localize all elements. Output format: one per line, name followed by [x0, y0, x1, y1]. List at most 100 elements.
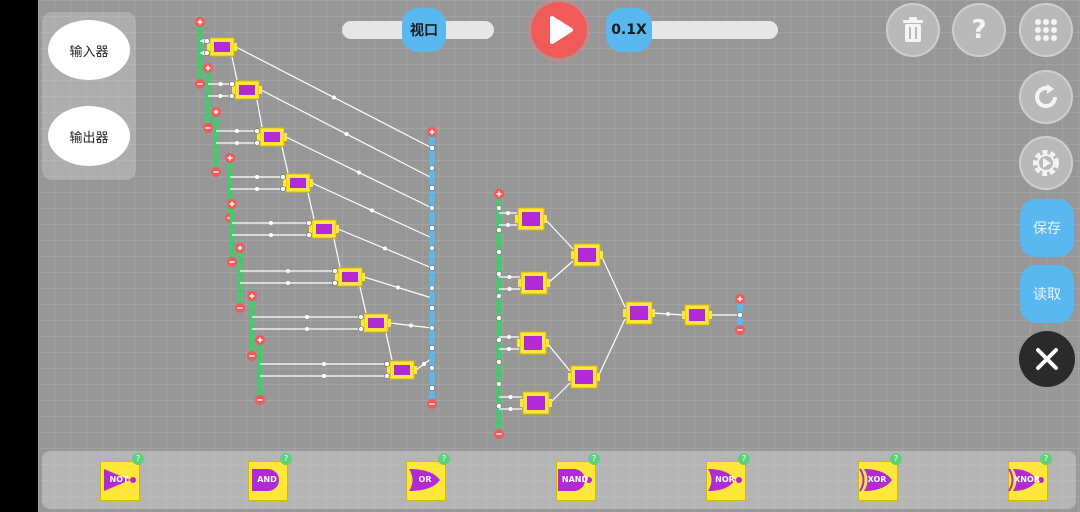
menu-button[interactable] — [1019, 3, 1073, 57]
port — [254, 128, 260, 134]
gate-help-badge[interactable]: ? — [438, 453, 450, 465]
port — [429, 205, 435, 211]
chip-pin — [234, 43, 237, 51]
wire-arrow — [322, 362, 326, 366]
gate-help-badge[interactable]: ? — [280, 453, 292, 465]
port — [229, 81, 235, 87]
port — [429, 285, 435, 291]
palette-gate-nor[interactable]: NOR ? — [700, 453, 750, 503]
help-button[interactable]: ? — [952, 3, 1006, 57]
chip-pin — [309, 225, 312, 233]
chip-core — [342, 272, 358, 282]
not-gate-icon — [104, 469, 136, 491]
port — [429, 145, 435, 151]
save-button[interactable]: 保存 — [1020, 199, 1074, 257]
close-icon — [1036, 348, 1058, 370]
or-gate-icon — [409, 469, 440, 491]
port — [429, 225, 435, 231]
port — [429, 265, 435, 271]
port — [429, 245, 435, 251]
wire-arrow — [235, 141, 239, 145]
load-button[interactable]: 读取 — [1020, 265, 1074, 323]
chip-pin — [549, 399, 552, 407]
chip-pin — [361, 319, 364, 327]
delete-button[interactable] — [886, 3, 940, 57]
settings-button[interactable] — [1019, 136, 1073, 190]
wire-arrow — [269, 233, 273, 237]
gate-help-badge[interactable]: ? — [890, 453, 902, 465]
output-device-button[interactable]: 输出器 — [48, 106, 130, 166]
gate-label: NOR — [715, 475, 735, 484]
refresh-icon — [1035, 84, 1058, 109]
palette-gate-not[interactable]: NOT ? — [94, 453, 144, 503]
carry-wire — [256, 99, 263, 128]
wire — [544, 218, 574, 250]
port — [496, 271, 502, 277]
component-panel: 输入器 输出器 — [42, 12, 136, 180]
wire-arrow — [286, 269, 290, 273]
wire-arrow — [322, 374, 326, 378]
palette-gate-xor[interactable]: XOR ? — [852, 453, 902, 503]
chip-pin — [259, 86, 262, 94]
chip-core — [214, 42, 230, 52]
wire — [549, 382, 571, 404]
gate-help-badge[interactable]: ? — [738, 453, 750, 465]
chip-core — [525, 276, 543, 290]
wire-arrow — [383, 246, 387, 251]
carry-wire — [333, 238, 341, 268]
port — [496, 359, 502, 365]
chip-core — [575, 370, 593, 384]
palette-gate-and[interactable]: AND ? — [242, 453, 292, 503]
port — [429, 385, 435, 391]
port — [358, 314, 364, 320]
port — [496, 249, 502, 255]
gate-help-badge[interactable]: ? — [588, 453, 600, 465]
port — [384, 361, 390, 367]
gate-label: AND — [257, 475, 277, 484]
gate-help-badge[interactable]: ? — [1040, 453, 1052, 465]
viewport-knob[interactable]: 视口 — [402, 8, 446, 52]
speed-knob[interactable]: 0.1X — [606, 8, 652, 52]
port — [358, 326, 364, 332]
reset-button[interactable] — [1019, 70, 1073, 124]
chip-core — [689, 309, 705, 321]
wire-arrow — [506, 211, 510, 215]
port — [429, 305, 435, 311]
port — [429, 365, 435, 371]
gate-help-badge[interactable]: ? — [132, 453, 144, 465]
xnor-gate-icon — [1008, 468, 1044, 492]
wire-arrow — [255, 187, 259, 191]
port — [429, 325, 435, 331]
palette-gate-or[interactable]: OR ? — [400, 453, 450, 503]
chip-pin — [600, 251, 603, 259]
chip-pin — [623, 309, 626, 317]
chip-core — [394, 365, 410, 375]
port — [280, 186, 286, 192]
wire — [547, 260, 574, 284]
chip-pin — [547, 279, 550, 287]
wire-arrow — [218, 82, 223, 86]
palette-gate-nand[interactable]: NAND ? — [550, 453, 600, 503]
chip-pin — [362, 273, 365, 281]
chip-core — [522, 212, 540, 226]
port — [306, 220, 312, 226]
xor-gate-icon — [859, 468, 892, 492]
carry-wire — [359, 286, 367, 314]
palette-gate-xnor[interactable]: XNOR ? — [1002, 453, 1052, 503]
chip-pin — [652, 309, 655, 317]
gate-label: NOT — [109, 475, 129, 484]
chip-core — [524, 336, 542, 350]
port — [204, 50, 210, 56]
play-button[interactable] — [531, 2, 587, 58]
chip-pin — [682, 311, 685, 319]
port — [737, 312, 743, 318]
port — [229, 93, 235, 99]
close-button[interactable] — [1019, 331, 1075, 387]
port — [496, 337, 502, 343]
wire-arrow — [344, 132, 349, 136]
port — [496, 315, 502, 321]
chip-core — [264, 132, 280, 142]
circuit-canvas[interactable] — [38, 0, 1080, 512]
wire-arrow — [370, 208, 374, 213]
input-device-button[interactable]: 输入器 — [48, 20, 130, 80]
